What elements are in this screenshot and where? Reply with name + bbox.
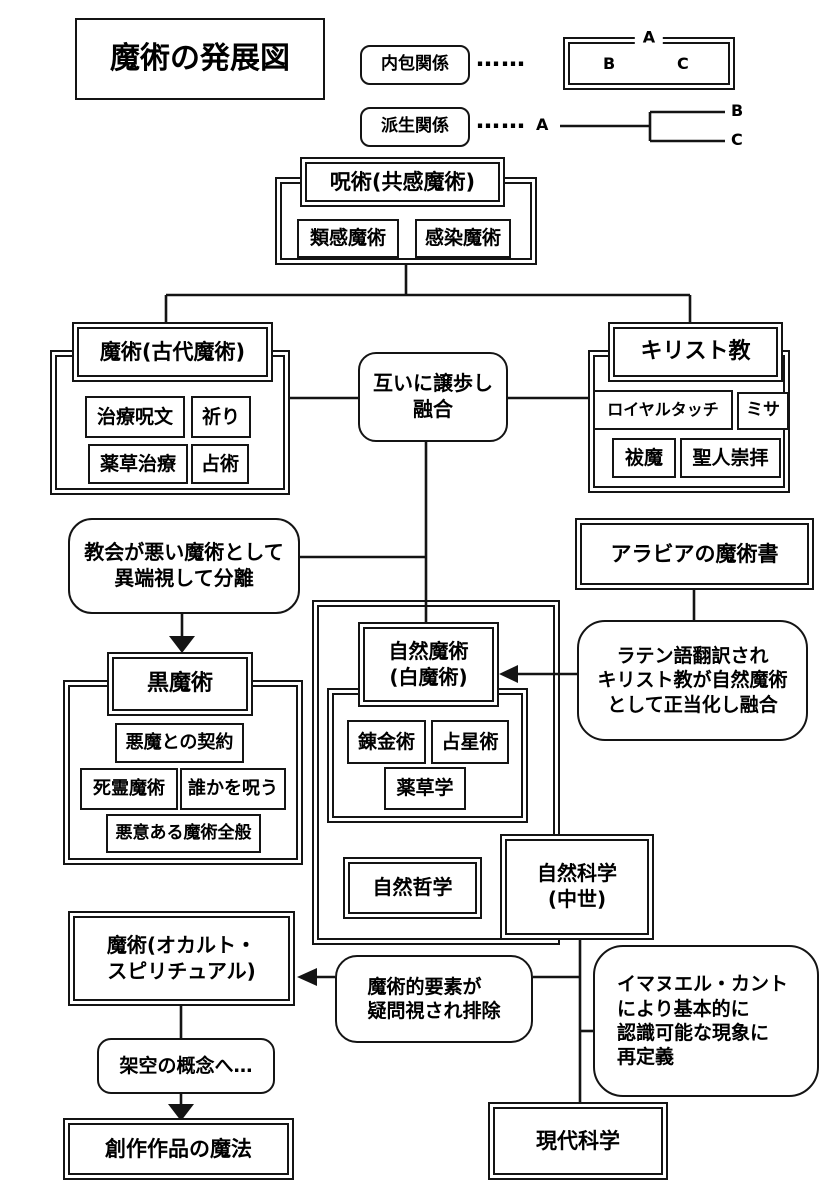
black-magic-item: 死霊魔術 (80, 768, 178, 810)
legend-inclusion-child-right: C (677, 53, 689, 73)
arabian-grimoire-box: アラビアの魔術書 (575, 518, 814, 590)
arrow-down-black-magic (169, 636, 195, 653)
note-latin-translation: ラテン語翻訳され キリスト教が自然魔術 として正当化し融合 (577, 620, 808, 741)
legend-inclusion-example: A B C (563, 27, 735, 90)
legend-inclusion-label: 内包関係 (360, 45, 470, 85)
christianity-item: 聖人崇拝 (680, 438, 781, 478)
ancient-magic-item: 祈り (191, 396, 251, 438)
legend-inclusion-child-left: B (603, 53, 616, 73)
arrow-left-occult-magic (297, 968, 317, 986)
fiction-magic-box: 創作作品の魔法 (63, 1118, 294, 1180)
black-magic-title-box: 黒魔術 (107, 652, 253, 716)
note-mutual-concession: 互いに譲歩し 融合 (358, 352, 508, 442)
black-magic-item: 悪意ある魔術全般 (106, 814, 261, 853)
page-title: 魔術の発展図 (75, 18, 325, 100)
note-kant-redefinition: イマヌエル・カント により基本的に 認識可能な現象に 再定義 (593, 945, 819, 1097)
legend-inclusion-parent: A (634, 27, 664, 49)
natural-philosophy-box: 自然哲学 (343, 857, 482, 919)
legend-derivation-branch-bottom: C (731, 130, 743, 149)
legend-inclusion-dots: …… (476, 44, 526, 72)
natural-magic-title-box: 自然魔術 (白魔術) (358, 622, 499, 707)
ancient-magic-title-box: 魔術(古代魔術) (72, 322, 273, 382)
christianity-item: ロイヤルタッチ (593, 390, 733, 430)
ancient-magic-item: 薬草治療 (88, 444, 188, 484)
natural-science-title-box: 自然科学 (中世) (500, 834, 654, 940)
sorcery-item: 類感魔術 (297, 219, 399, 258)
note-elements-removed: 魔術的要素が 疑問視され排除 (335, 955, 533, 1043)
christianity-title-box: キリスト教 (608, 322, 783, 382)
ancient-magic-item: 治療呪文 (85, 396, 185, 438)
sorcery-title-box: 呪術(共感魔術) (300, 157, 505, 207)
christianity-item: 祓魔 (612, 438, 676, 478)
occult-magic-box: 魔術(オカルト・ スピリチュアル) (68, 911, 295, 1006)
natural-magic-item: 占星術 (431, 720, 509, 764)
christianity-item: ミサ (737, 392, 789, 430)
note-fictional-concept: 架空の概念へ… (97, 1038, 275, 1094)
black-magic-item: 悪魔との契約 (115, 723, 244, 763)
black-magic-item: 誰かを呪う (180, 768, 286, 810)
legend-derivation-branch-top: B (731, 101, 744, 120)
natural-magic-item: 薬草学 (384, 767, 466, 810)
legend-derivation-label: 派生関係 (360, 107, 470, 147)
legend-derivation-source: A (536, 115, 549, 134)
sorcery-item: 感染魔術 (415, 219, 511, 258)
modern-science-box: 現代科学 (488, 1102, 668, 1180)
note-church-separation: 教会が悪い魔術として 異端視して分離 (68, 518, 300, 614)
legend-derivation-dots: …… (476, 106, 526, 134)
natural-magic-item: 錬金術 (347, 720, 426, 764)
ancient-magic-item: 占術 (191, 444, 249, 484)
